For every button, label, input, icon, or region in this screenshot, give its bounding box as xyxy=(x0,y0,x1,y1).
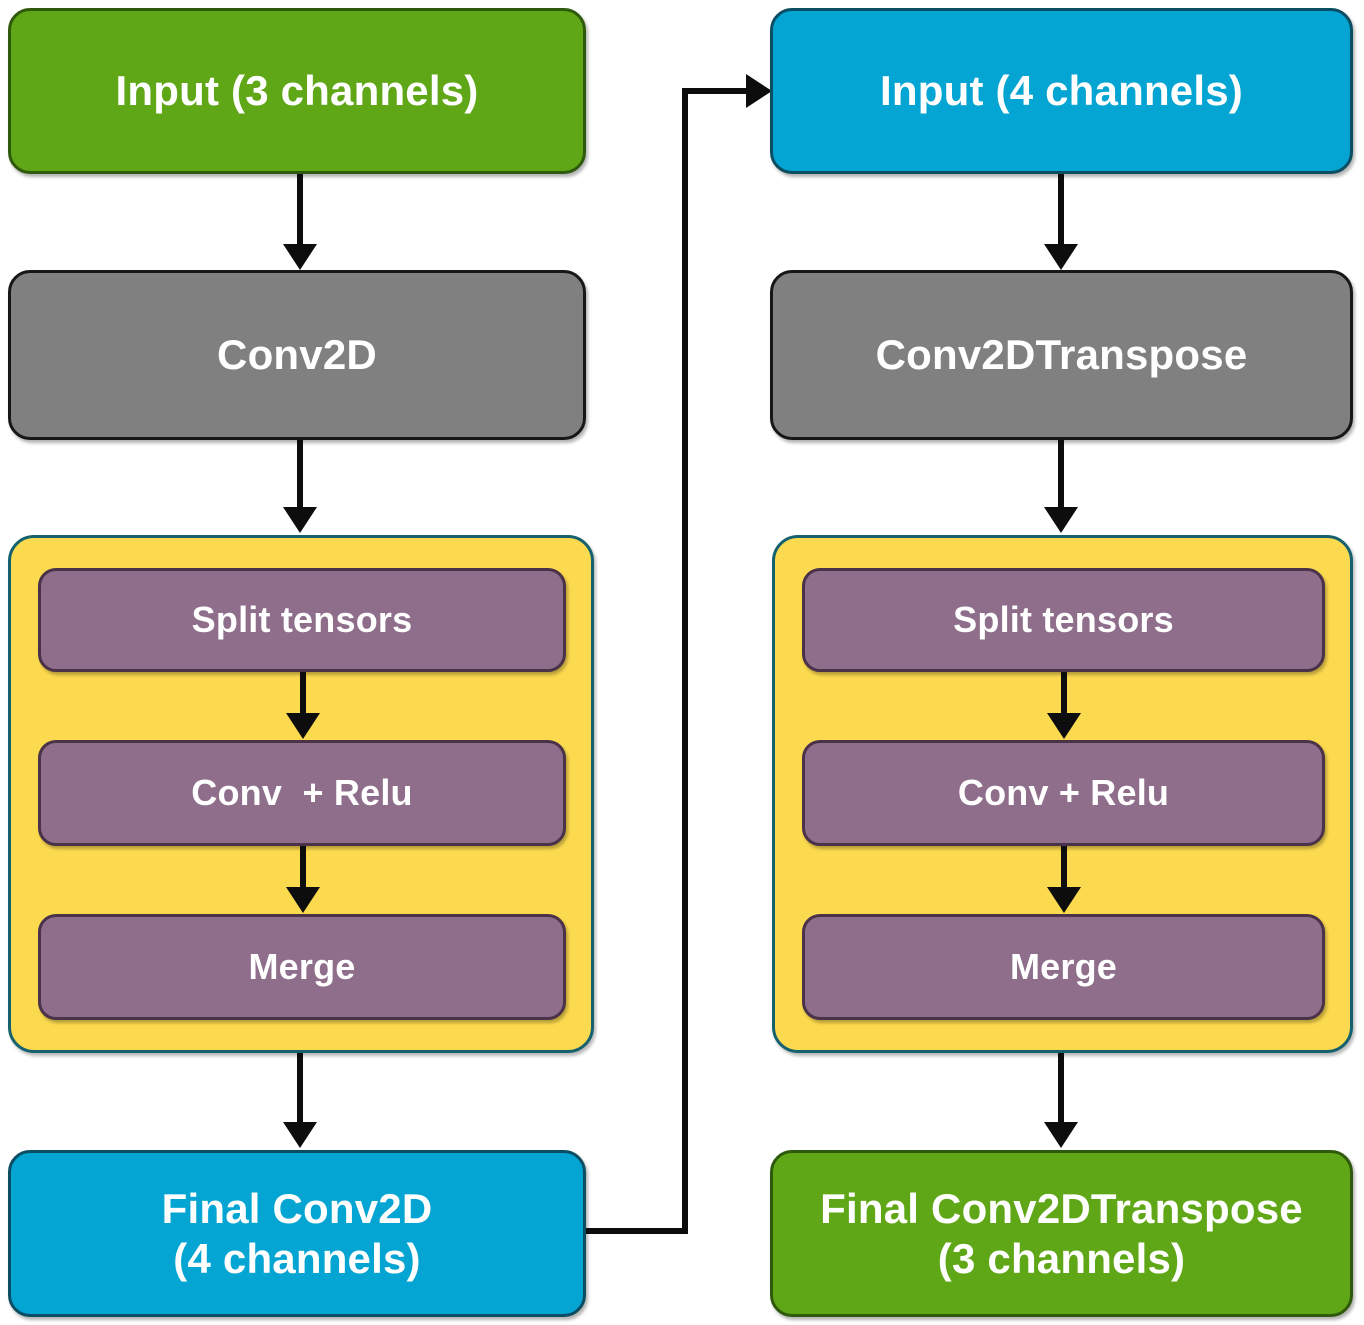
connector-left-split-to-convrelu-arrowhead xyxy=(286,713,320,739)
right-final-conv2dtranspose-node: Final Conv2DTranspose (3 channels) xyxy=(770,1150,1353,1317)
connector-right-split-to-convrelu-line xyxy=(1061,672,1067,720)
connector-left-split-to-convrelu-line xyxy=(300,672,306,720)
right-final-conv2dtranspose-label-line2: (3 channels) xyxy=(937,1234,1186,1282)
right-conv2dtranspose-node: Conv2DTranspose xyxy=(770,270,1353,440)
connector-left-input-to-conv-line xyxy=(297,174,303,250)
connector-right-block-to-final-line xyxy=(1058,1053,1064,1129)
connector-feedback-vertical-segment xyxy=(682,88,688,1234)
connector-feedback-bottom-segment xyxy=(586,1228,688,1234)
connector-left-conv-to-block-arrowhead xyxy=(283,507,317,533)
right-split-tensors-node: Split tensors xyxy=(802,568,1325,672)
left-merge-node: Merge xyxy=(38,914,566,1020)
connector-left-block-to-final-arrowhead xyxy=(283,1122,317,1148)
connector-left-block-to-final-line xyxy=(297,1053,303,1129)
connector-left-conv-to-block-line xyxy=(297,440,303,512)
connector-right-conv-to-block-line xyxy=(1058,440,1064,512)
right-input-node: Input (4 channels) xyxy=(770,8,1353,174)
connector-right-input-to-conv-line xyxy=(1058,174,1064,250)
left-conv2d-node: Conv2D xyxy=(8,270,586,440)
right-residual-block-group: Split tensors Conv + Relu Merge xyxy=(772,535,1353,1053)
right-merge-node: Merge xyxy=(802,914,1325,1020)
left-final-conv2d-label-line2: (4 channels) xyxy=(173,1234,421,1282)
left-residual-block-group: Split tensors Conv + Relu Merge xyxy=(8,535,594,1053)
connector-left-convrelu-to-merge-line xyxy=(300,846,306,894)
left-final-conv2d-node: Final Conv2D (4 channels) xyxy=(8,1150,586,1317)
connector-right-split-to-convrelu-arrowhead xyxy=(1047,713,1081,739)
connector-right-input-to-conv-arrowhead xyxy=(1044,244,1078,270)
left-final-conv2d-label-line1: Final Conv2D xyxy=(161,1184,433,1232)
connector-right-conv-to-block-arrowhead xyxy=(1044,507,1078,533)
connector-feedback-arrowhead xyxy=(746,74,772,108)
connector-feedback-top-segment xyxy=(682,88,754,94)
right-final-conv2dtranspose-label-line1: Final Conv2DTranspose xyxy=(820,1184,1303,1232)
left-input-node: Input (3 channels) xyxy=(8,8,586,174)
connector-right-convrelu-to-merge-line xyxy=(1061,846,1067,894)
connector-right-block-to-final-arrowhead xyxy=(1044,1122,1078,1148)
left-split-tensors-node: Split tensors xyxy=(38,568,566,672)
connector-right-convrelu-to-merge-arrowhead xyxy=(1047,887,1081,913)
right-conv-relu-node: Conv + Relu xyxy=(802,740,1325,846)
left-conv-relu-node: Conv + Relu xyxy=(38,740,566,846)
connector-left-convrelu-to-merge-arrowhead xyxy=(286,887,320,913)
connector-left-input-to-conv-arrowhead xyxy=(283,244,317,270)
